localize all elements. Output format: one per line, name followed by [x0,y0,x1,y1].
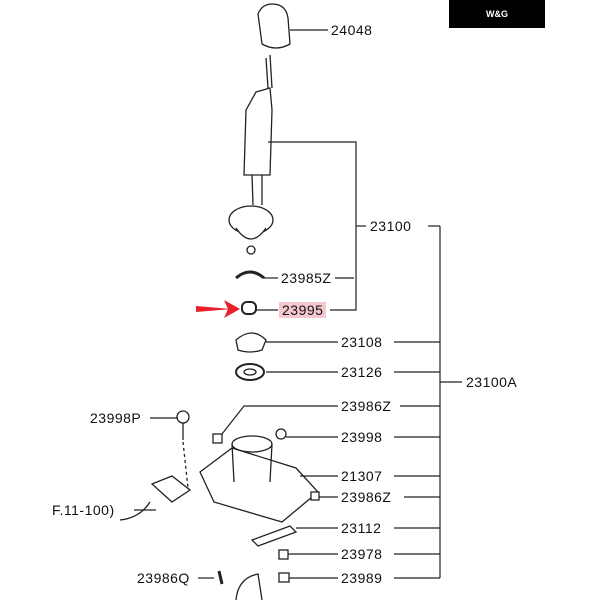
callout-23998: 23998 [341,429,383,445]
callout-23989: 23989 [341,570,383,586]
brand-badge: W&G [449,0,545,28]
reference-note: F.11-100) [52,502,115,518]
seal-23126 [235,363,265,381]
callout-24048: 24048 [331,22,373,38]
callout-23100: 23100 [370,218,412,234]
callout-23985Z: 23985Z [281,270,332,286]
bolt-23998P [176,410,190,424]
callout-23986Z-top: 23986Z [341,398,392,414]
callout-23126: 23126 [341,364,383,380]
brand-text: W&G [486,9,508,19]
callout-23986Z-mid: 23986Z [341,489,392,505]
cable-bracket [150,475,192,503]
shift-knob [257,3,291,49]
callout-23108: 23108 [341,334,383,350]
callout-23112: 23112 [341,520,382,536]
bushing-23108 [235,332,267,353]
linkage-23112 [250,525,298,547]
callout-23986Q: 23986Q [137,570,190,586]
highlight-arrow [196,300,240,318]
shift-lever [243,87,273,176]
clip-23985Z [235,270,265,280]
callout-23995: 23995 [279,302,327,318]
bolt-23998 [275,428,287,440]
bushing-23995 [241,301,257,315]
housing-21307 [199,447,319,523]
callout-23978: 23978 [341,546,383,562]
callout-23100A: 23100A [466,374,518,390]
callout-21307: 21307 [341,468,383,484]
callout-23998P: 23998P [90,410,142,426]
